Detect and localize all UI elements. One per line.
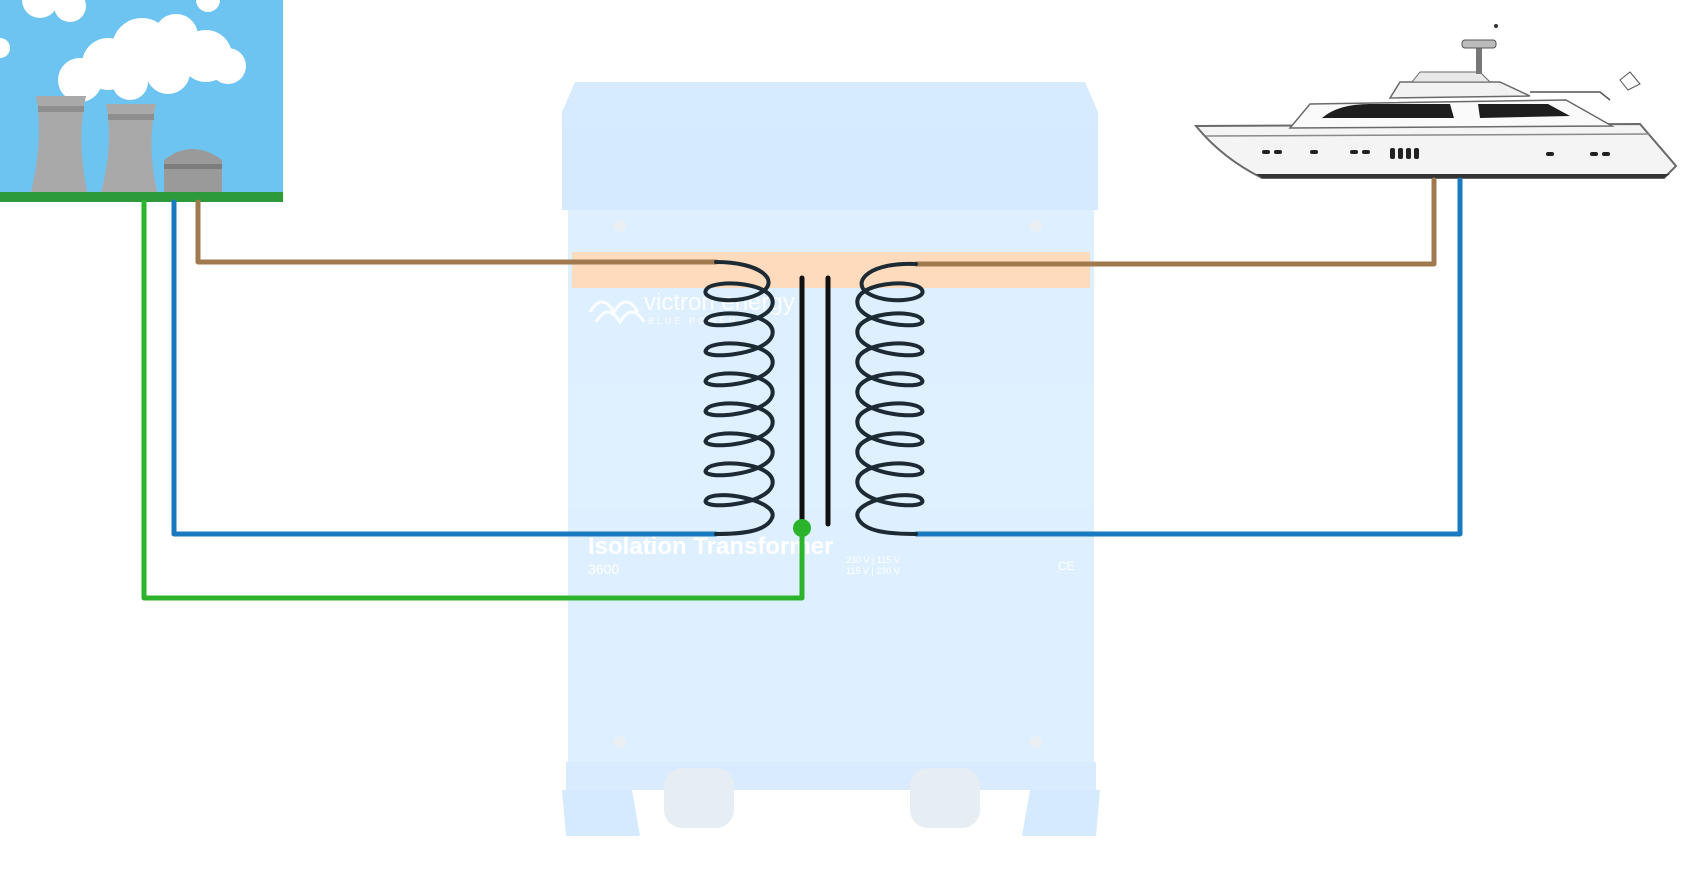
yacht-mast (1476, 44, 1482, 74)
transformer-enclosure: victron energy BLUE POWER Isolation Tran… (562, 82, 1100, 836)
ground (0, 192, 283, 202)
product-spec-1: 230 V | 115 V (846, 555, 900, 565)
reactor-building (164, 149, 222, 196)
brand-logo-icon (588, 300, 646, 325)
yacht-flag-icon (1619, 71, 1641, 91)
brand-tagline: BLUE POWER (648, 316, 738, 326)
earth-bond-point (793, 519, 811, 537)
yacht-flybridge (1388, 81, 1531, 99)
screw-top-right (1030, 220, 1042, 232)
wire-line-primary (195, 199, 719, 265)
cable-gland-left (664, 768, 734, 828)
wire-line-secondary (913, 177, 1437, 267)
product-name: Isolation Transformer (588, 533, 833, 560)
cable-gland-right (910, 768, 980, 828)
yacht-portholes (1262, 148, 1610, 159)
wire-neutral-primary (171, 199, 719, 537)
enclosure-foot-right (1022, 790, 1100, 836)
screw-bottom-left (614, 736, 626, 748)
enclosure-lid (562, 82, 1098, 210)
wire-neutral-secondary (913, 177, 1463, 537)
ce-mark: CE (1058, 559, 1075, 573)
screw-top-left (614, 220, 626, 232)
yacht-icon (1193, 24, 1678, 179)
enclosure-body (568, 210, 1094, 770)
power-plant-icon (0, 0, 283, 202)
cooling-tower-right (100, 104, 158, 196)
product-spec-2: 115 V | 230 V (846, 566, 900, 576)
wire-earth (141, 199, 805, 601)
enclosure-base (566, 762, 1096, 790)
cooling-tower-left (30, 96, 88, 196)
screw-bottom-right (1030, 736, 1042, 748)
secondary-coil (855, 261, 925, 536)
steam-clouds (0, 0, 246, 102)
yacht-windows (1322, 104, 1570, 118)
product-model: 3600 (588, 561, 619, 577)
label-band (572, 252, 1090, 288)
primary-coil (703, 260, 775, 536)
wiring (141, 177, 1463, 601)
transformer-symbol (703, 260, 925, 537)
enclosure-foot-left (562, 790, 640, 836)
